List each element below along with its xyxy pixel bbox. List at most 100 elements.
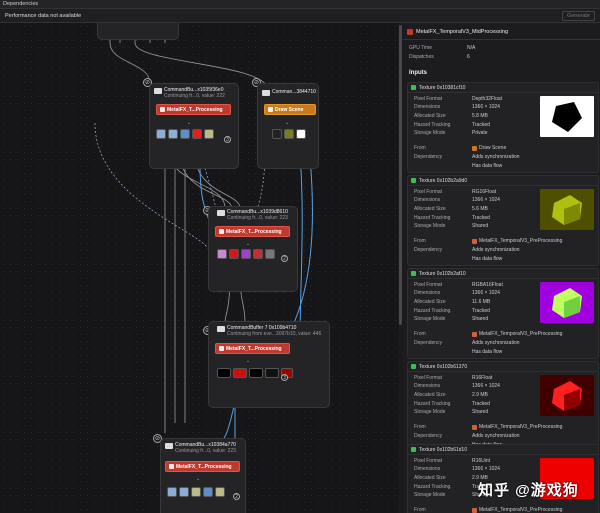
texture-thumb[interactable] <box>192 129 202 139</box>
texture-name: Texture 0x10381cf10 <box>419 84 466 91</box>
texture-thumb[interactable] <box>229 249 239 259</box>
pass-draw-scene[interactable]: Draw Scene <box>264 104 316 115</box>
dependency-value-2: Has data flow <box>472 349 503 355</box>
texture-thumb[interactable] <box>156 129 166 139</box>
from-link[interactable]: MetalFX_TemporalV3_PreProcessing <box>472 331 562 337</box>
texture-preview[interactable] <box>540 282 594 323</box>
command-buffer-node-2[interactable]: Comman...3844710 Draw Scene ⌄ <box>257 83 319 169</box>
command-buffer-icon <box>154 88 162 94</box>
texture-preview[interactable] <box>540 458 594 499</box>
chevron-down-icon[interactable]: ⌄ <box>245 241 251 247</box>
from-link[interactable]: MetalFX_TemporalV3_PreProcessing <box>472 238 562 244</box>
from-link[interactable]: Draw Scene <box>472 145 506 151</box>
pass-label: MetalFX_T...Processing <box>176 463 232 470</box>
texture-thumb[interactable] <box>203 487 213 497</box>
texture-icon <box>411 85 416 90</box>
pixel-format-label: Pixel Format <box>414 375 443 381</box>
from-label: From <box>414 424 426 430</box>
texture-card-header: Texture 0x102b2a9d0 <box>408 176 598 186</box>
texture-thumbnails <box>217 368 293 378</box>
pass-metalfx[interactable]: MetalFX_T...Processing <box>165 461 240 472</box>
pixel-format-value: RGBA16Float <box>472 282 503 288</box>
texture-thumb[interactable] <box>168 129 178 139</box>
from-link[interactable]: MetalFX_TemporalV3_PreProcessing <box>472 507 562 513</box>
compute-pass-icon <box>472 424 477 430</box>
texture-thumb[interactable] <box>241 249 251 259</box>
pass-metalfx[interactable]: MetalFX_T...Processing <box>156 104 231 115</box>
texture-thumb[interactable] <box>253 249 263 259</box>
chevron-down-icon[interactable]: ⌄ <box>195 476 201 482</box>
dependency-value-2: Has data flow <box>472 163 503 169</box>
from-label: From <box>414 507 426 513</box>
texture-thumb[interactable] <box>217 249 227 259</box>
toolbar: Performance data not available Generate <box>0 9 600 23</box>
allocated-size-value: 11.6 MB <box>472 299 491 305</box>
graph-scrollbar[interactable] <box>398 23 403 513</box>
texture-preview[interactable] <box>540 375 594 416</box>
command-buffer-node-top[interactable] <box>97 23 179 40</box>
texture-thumb[interactable] <box>249 368 263 378</box>
texture-thumb[interactable] <box>272 129 282 139</box>
texture-thumb[interactable] <box>167 487 177 497</box>
allocated-size-label: Allocated Size <box>414 392 446 398</box>
link-icon[interactable]: ⊘ <box>143 78 152 87</box>
hazard-tracking-label: Hazard Tracking <box>414 215 451 221</box>
texture-thumb[interactable] <box>265 368 279 378</box>
texture-thumb[interactable] <box>215 487 225 497</box>
count-badge[interactable]: 3 <box>281 374 288 381</box>
cb-subtitle: Continuing fr...0, value: 222 <box>164 93 225 99</box>
texture-thumb[interactable] <box>284 129 294 139</box>
hazard-tracking-value: Tracked <box>472 401 490 407</box>
cube-preview-shape <box>552 195 582 225</box>
count-badge[interactable]: 3 <box>224 136 231 143</box>
chevron-down-icon[interactable]: ⌄ <box>284 120 290 126</box>
storage-mode-value: Shared <box>472 316 489 322</box>
from-value: Draw Scene <box>479 145 507 151</box>
texture-thumb[interactable] <box>265 249 275 259</box>
texture-thumb[interactable] <box>204 129 214 139</box>
texture-thumb[interactable] <box>233 368 247 378</box>
link-icon[interactable]: ⊘ <box>252 78 261 87</box>
generate-button[interactable]: Generate <box>562 10 595 21</box>
allocated-size-value: 5.8 MB <box>472 113 488 119</box>
storage-mode-value: Shared <box>472 492 489 498</box>
count-badge[interactable]: 2 <box>281 255 288 262</box>
scrollbar-thumb[interactable] <box>399 25 402 325</box>
texture-preview[interactable] <box>540 189 594 230</box>
inspector-panel: MetalFX_TemporalV3_MidProcessing GPU Tim… <box>403 23 600 513</box>
dependency-label: Dependency <box>414 340 443 346</box>
from-link[interactable]: MetalFX_TemporalV3_PreProcessing <box>472 424 562 430</box>
hazard-tracking-label: Hazard Tracking <box>414 122 451 128</box>
count-badge[interactable]: 2 <box>233 493 240 500</box>
allocated-size-value: 5.6 MB <box>472 206 488 212</box>
inspector-title: MetalFX_TemporalV3_MidProcessing <box>416 29 509 35</box>
pass-metalfx[interactable]: MetalFX_T...Processing <box>215 226 290 237</box>
pass-metalfx[interactable]: MetalFX_T...Processing <box>215 343 290 354</box>
gpu-time-value: N/A <box>467 45 476 51</box>
texture-thumb[interactable] <box>179 487 189 497</box>
dimensions-value: 1366 × 1024 <box>472 290 500 296</box>
chevron-down-icon[interactable]: ⌄ <box>186 120 192 126</box>
dimensions-value: 1366 × 1024 <box>472 383 500 389</box>
texture-thumb[interactable] <box>296 129 306 139</box>
texture-thumb[interactable] <box>191 487 201 497</box>
texture-thumb[interactable] <box>180 129 190 139</box>
texture-preview[interactable] <box>540 96 594 137</box>
storage-mode-value: Shared <box>472 223 489 229</box>
pixel-format-label: Pixel Format <box>414 96 443 102</box>
texture-thumb[interactable] <box>217 368 231 378</box>
storage-mode-label: Storage Mode <box>414 130 446 136</box>
chevron-down-icon[interactable]: ⌄ <box>245 358 251 364</box>
storage-mode-label: Storage Mode <box>414 316 446 322</box>
